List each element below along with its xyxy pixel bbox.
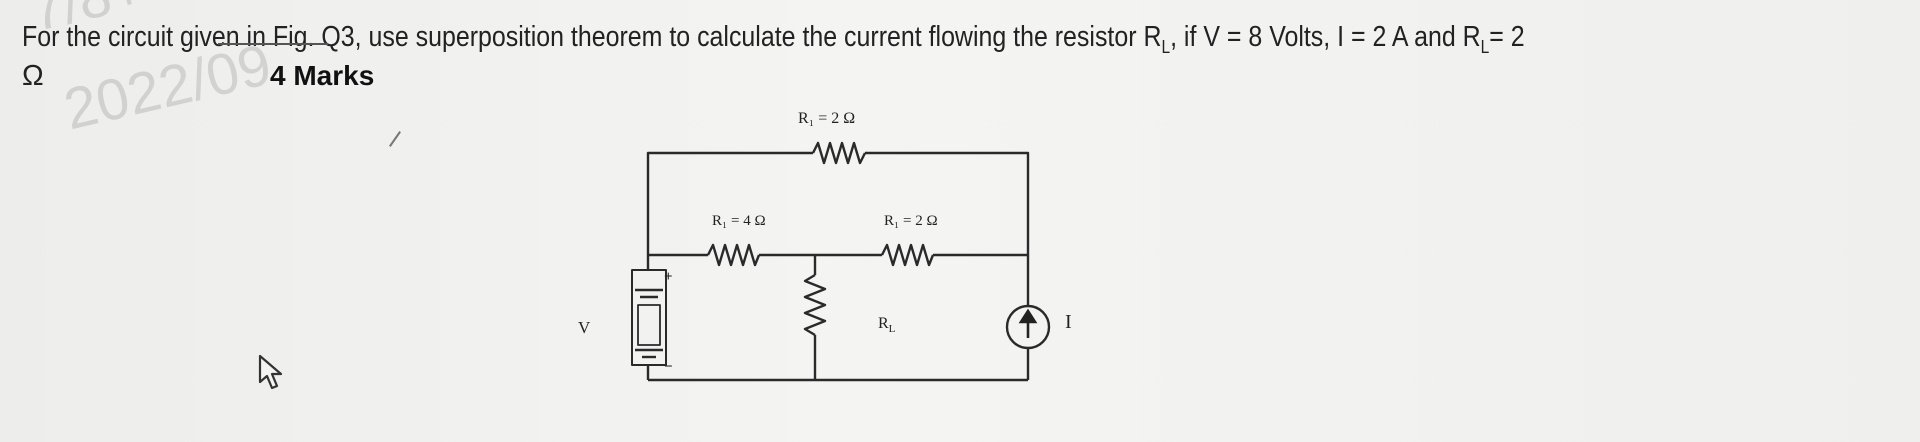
mouse-pointer-icon xyxy=(258,354,283,390)
label-i: I xyxy=(1065,311,1072,333)
marks-label: 4 Marks xyxy=(270,60,375,91)
question-rl-sub2: L xyxy=(1480,36,1490,57)
resistor-r2 xyxy=(880,243,935,267)
battery-inner xyxy=(637,304,661,346)
label-r-top: R₁ = 2 Ω xyxy=(798,110,855,127)
question-part2: , if V = 8 Volts, I = 2 A and R xyxy=(1170,21,1481,53)
label-rl: RL xyxy=(878,315,896,335)
question-part1: For the circuit given in Fig. Q3, use su… xyxy=(22,21,1162,53)
resistor-rl xyxy=(803,273,827,337)
battery-box xyxy=(631,269,667,366)
question-rl-sub: L xyxy=(1161,36,1171,57)
wire-top-right xyxy=(865,151,1030,250)
circuit-figure: R₁ = 2 Ω R₁ = 4 Ω R₁ = 2 Ω RL V I + − xyxy=(578,110,1072,382)
label-plus: + xyxy=(664,269,673,285)
resistor-top xyxy=(811,141,867,165)
question-part3: = 2 xyxy=(1489,21,1525,53)
label-minus: − xyxy=(664,359,673,375)
stray-pen-mark xyxy=(389,131,401,147)
label-v: V xyxy=(578,318,591,337)
resistor-r1 xyxy=(706,243,761,267)
omega-symbol: Ω xyxy=(22,60,44,92)
wire-top-left xyxy=(646,151,813,270)
question-text: For the circuit given in Fig. Q3, use su… xyxy=(22,14,1639,70)
label-r1: R₁ = 4 Ω xyxy=(712,213,766,229)
strike-line xyxy=(218,43,328,45)
label-r2: R₁ = 2 Ω xyxy=(884,213,938,229)
